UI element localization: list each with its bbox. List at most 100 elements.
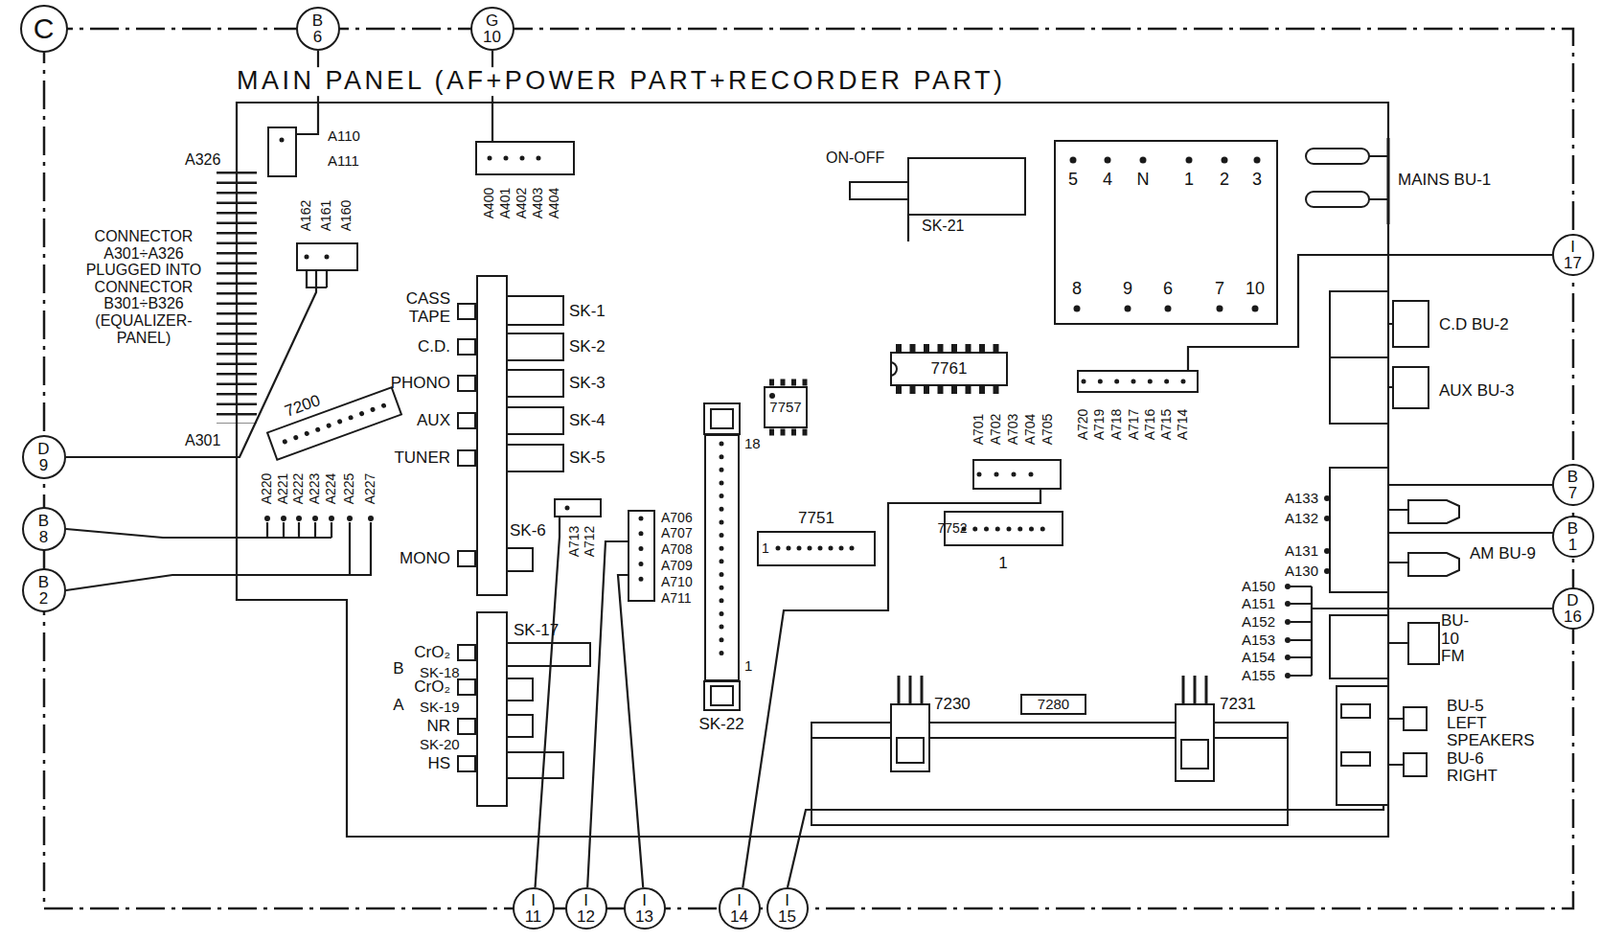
part-label: TUNER: [393, 449, 451, 468]
node-label: 7752: [937, 521, 967, 536]
socket-symbol: [704, 137, 1460, 805]
node-label: A720: [1075, 409, 1091, 441]
node-label: A161: [319, 200, 334, 232]
pin-dot: [1221, 157, 1229, 164]
heat-sink: [1181, 739, 1209, 769]
connector-callout: B 2: [22, 568, 67, 613]
node-label: A715: [1159, 409, 1174, 441]
pin-dot: [769, 392, 776, 399]
node-label: 7200: [282, 391, 323, 421]
node-label: A111: [327, 153, 360, 170]
part-label: B: [392, 660, 404, 679]
node-label: A110: [327, 128, 361, 145]
node-label: 1: [1184, 170, 1194, 190]
node-label: I 17: [1563, 238, 1582, 272]
node-label: 18: [744, 435, 761, 453]
node-label: I 11: [525, 891, 543, 925]
pin-dot-row: [719, 443, 725, 666]
node-label: D 9: [37, 440, 49, 474]
socket-symbol: [1336, 685, 1389, 805]
part-label: A221: [275, 473, 291, 505]
switch-bank: [457, 375, 476, 391]
connector-callout: D 9: [22, 434, 67, 480]
socket-symbol: [1305, 148, 1370, 164]
node-label: A701: [971, 413, 986, 446]
connector-callout: I 12: [565, 887, 608, 930]
switch-bank: [506, 369, 564, 397]
part-label: A154: [1241, 649, 1276, 666]
switch-bank: [457, 679, 476, 695]
node-label: A402: [514, 187, 529, 220]
connector-callout: C: [20, 4, 69, 53]
panel-title: MAIN PANEL (AF+POWER PART+RECORDER PART): [232, 67, 1010, 96]
pin-dot-row: [489, 156, 555, 161]
part-label: HS: [427, 754, 451, 774]
node-label: 8: [1072, 279, 1082, 299]
part-label: AUX: [416, 411, 451, 431]
component-box: 181SK-22: [704, 434, 740, 682]
socket-symbol: [1305, 191, 1370, 207]
node-label: I 12: [576, 891, 595, 925]
node-label: A404: [547, 187, 562, 220]
part-label: A131: [1284, 543, 1319, 560]
socket-symbol: [1403, 707, 1427, 731]
socket-symbol: [1387, 137, 1391, 225]
part-label: BU-6: [1446, 750, 1485, 769]
board-outline: [236, 102, 1389, 837]
switch-bank: [457, 339, 476, 355]
connector-callout: B 7: [1552, 463, 1595, 506]
node-label: I 14: [730, 891, 749, 925]
node-label: A717: [1126, 409, 1142, 441]
pin-dot: [1284, 600, 1291, 607]
part-label: AUX BU-3: [1439, 382, 1514, 401]
ic-pins: [769, 379, 808, 387]
part-label: ON-OFF: [825, 149, 885, 167]
board-outline: [236, 102, 1389, 837]
component-box: 7761: [890, 351, 1008, 387]
wire-connector: [617, 574, 643, 888]
part-label: A227: [363, 473, 378, 505]
pin-dot-row: [567, 505, 589, 511]
heat-sink: [811, 736, 1288, 739]
node-label: A714: [1175, 409, 1190, 441]
socket-symbol: [710, 409, 733, 429]
part-label: MAINS BU-1: [1397, 171, 1491, 190]
node-label: A403: [530, 187, 546, 220]
node-label: B 7: [1567, 468, 1578, 502]
socket-symbol: [1408, 552, 1460, 576]
socket-symbol: [1388, 641, 1409, 644]
switch-bank: [457, 550, 476, 567]
switch-bank: [457, 755, 476, 772]
component-box: A400A401A402A403A404: [475, 140, 575, 176]
component-box: 7280: [1020, 693, 1087, 716]
switch-bank: [506, 296, 564, 325]
pin-dot: [312, 515, 319, 522]
switch-bank: [457, 644, 476, 661]
node-label: 7280: [1037, 696, 1070, 713]
socket-symbol: [1341, 752, 1371, 766]
wire-connector: [587, 541, 628, 888]
pin-dot: [296, 515, 302, 522]
part-label: A225: [342, 473, 357, 505]
component-box: A162A161A160: [296, 242, 359, 272]
part-label: A152: [1241, 614, 1276, 631]
component-box: A720A719A718A717A716A715A714: [1076, 369, 1199, 393]
socket-symbol: [1369, 156, 1389, 200]
part-label: SPEAKERS: [1446, 731, 1535, 751]
node-label: 1: [761, 541, 770, 556]
node-label: C: [33, 14, 55, 44]
part-label: A222: [291, 473, 306, 505]
node-label: 1: [998, 554, 1007, 573]
wire: [66, 522, 332, 538]
part-label: SK-5: [569, 449, 606, 468]
ic-pins: [769, 347, 1006, 433]
part-label: A223: [307, 473, 322, 505]
node-label: G 10: [482, 12, 502, 46]
pin-dot-row: [963, 526, 1054, 532]
socket-symbol: [1393, 366, 1429, 409]
part-label: PHONO: [390, 374, 451, 393]
switch-bank: [506, 752, 564, 778]
node-label: I 13: [635, 891, 654, 925]
